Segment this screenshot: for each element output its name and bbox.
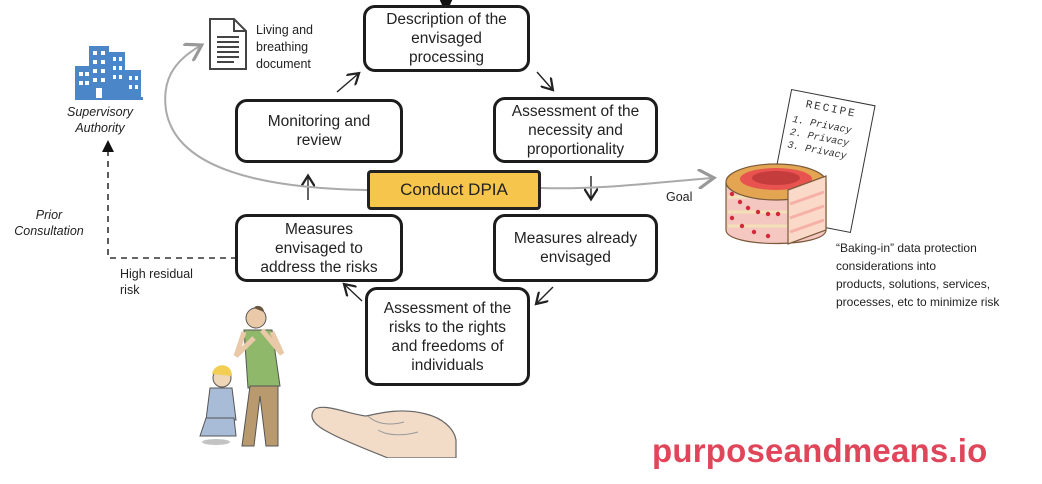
step-description: Description of the envisaged processing: [363, 5, 530, 72]
arrow-description-to-necessity: [536, 71, 552, 89]
step-measures-already: Measures already envisaged: [493, 214, 658, 282]
arrow-risks-to-measures-envisaged: [345, 285, 363, 302]
hand-illustration: [311, 406, 457, 458]
arrow-measures-already-to-risks: [537, 286, 554, 303]
high-residual-risk-label: High residual risk: [120, 267, 193, 297]
baking-in-label: “Baking-in” data protection consideratio…: [836, 241, 1000, 309]
arrow-monitoring-to-description: [336, 74, 358, 93]
step-monitoring: Monitoring and review: [235, 99, 403, 163]
document-icon: [209, 18, 247, 70]
living-document-label: Living and breathing document: [256, 23, 313, 71]
goal-line: [540, 178, 712, 190]
step-measures-envisaged: Measures envisaged to address the risks: [235, 214, 403, 282]
prior-consultation-label: Prior Consultation: [14, 208, 84, 238]
brand-watermark[interactable]: purposeandmeans.io: [652, 432, 988, 469]
step-necessity: Assessment of the necessity and proporti…: [493, 97, 658, 163]
conduct-dpia-box: Conduct DPIA: [367, 170, 541, 210]
goal-label: Goal: [666, 190, 693, 204]
supervisory-authority-label: Supervisory Authority: [67, 105, 133, 135]
curve-to-document: [164, 46, 368, 191]
people-illustration: [199, 305, 285, 447]
dashed-prior-consultation-line: [107, 150, 237, 259]
dashed-arrow-head: [102, 140, 114, 152]
cake-illustration: [725, 163, 827, 245]
building-icon: [75, 46, 143, 100]
step-risks: Assessment of the risks to the rights an…: [365, 287, 530, 386]
